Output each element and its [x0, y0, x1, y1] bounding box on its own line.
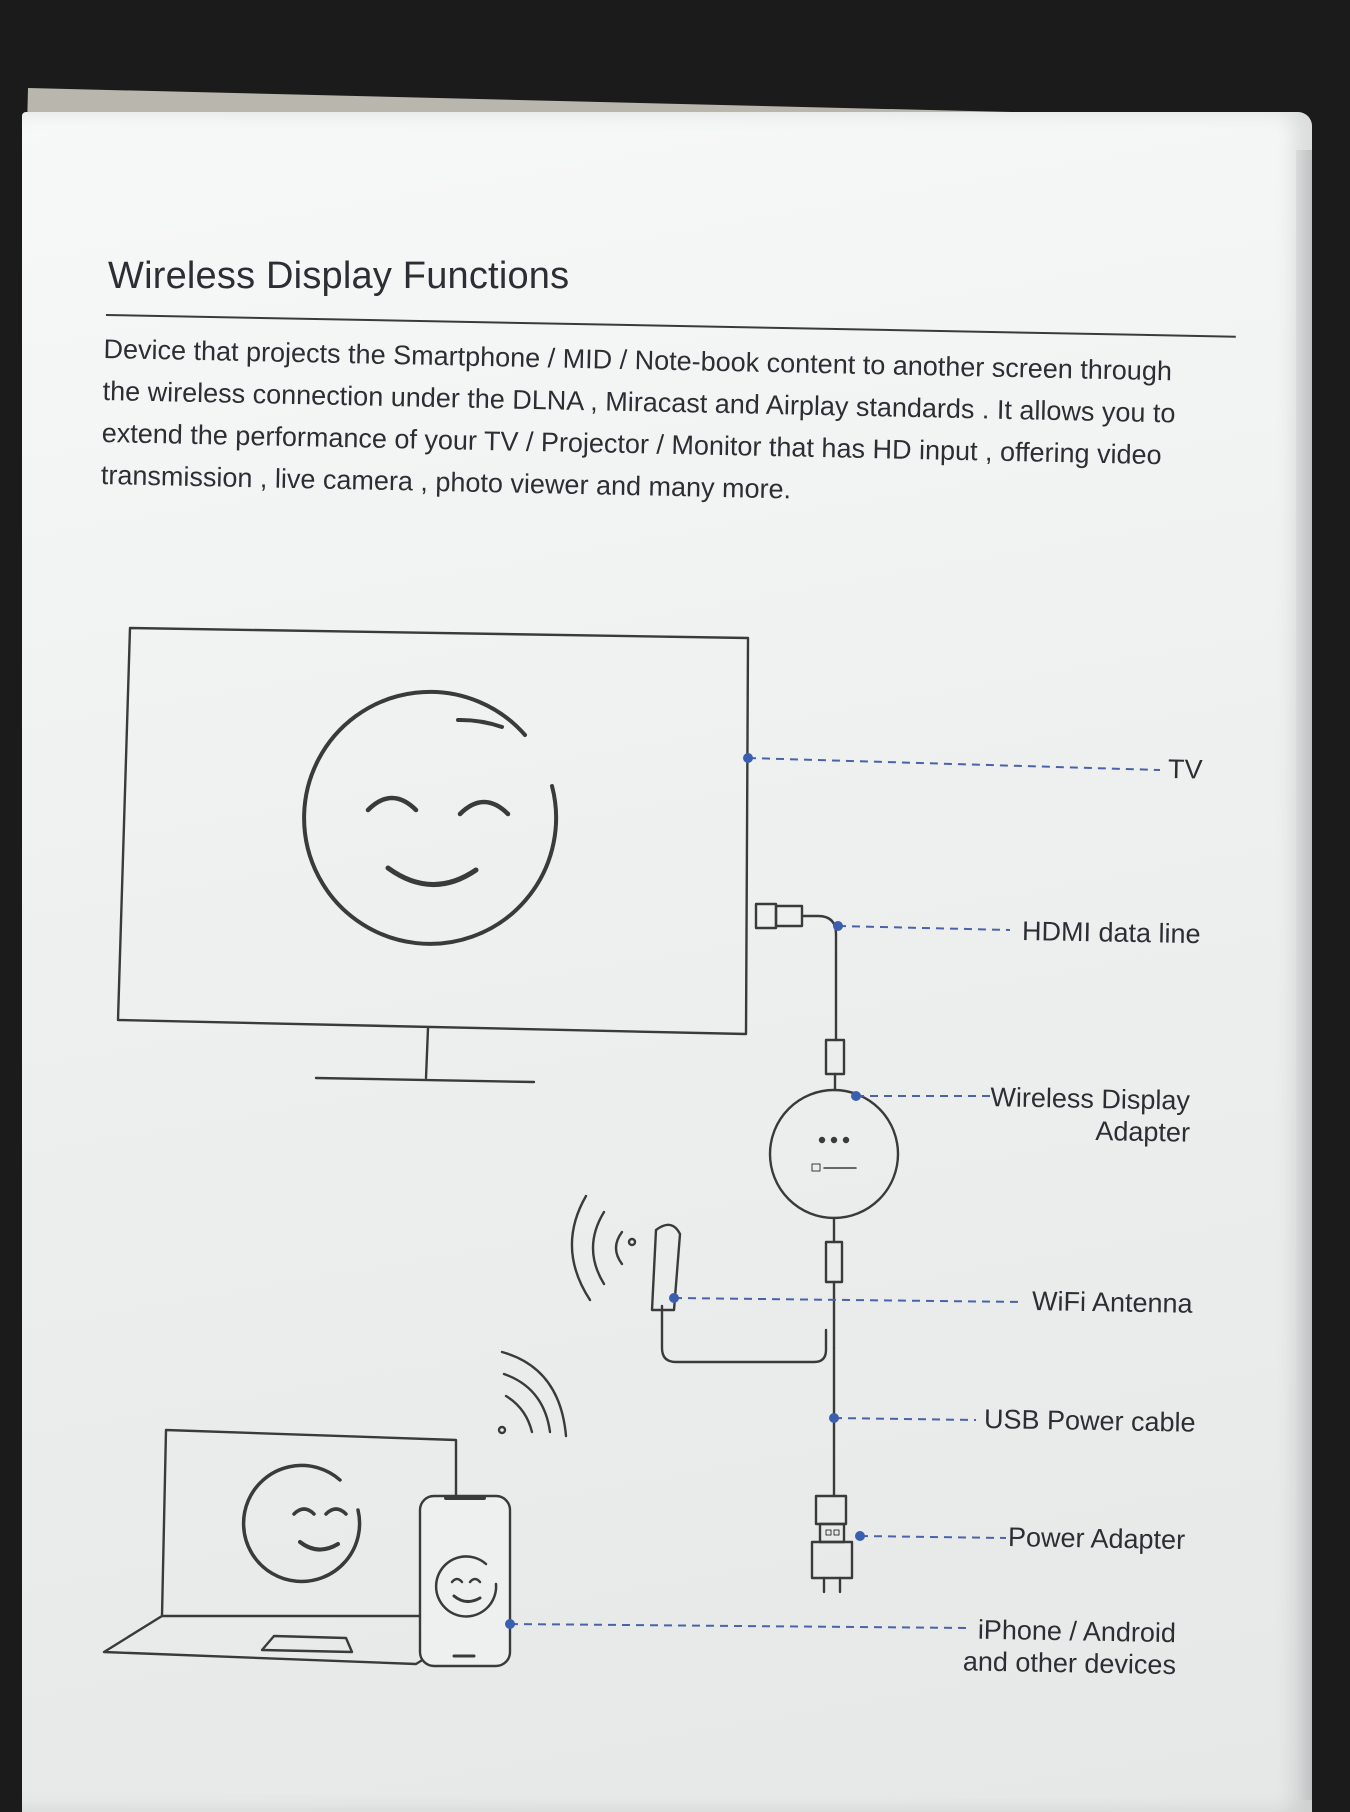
phone-illustration: [418, 1494, 512, 1668]
adapter-bottom-connector: [824, 1240, 844, 1284]
wifi-waves-icon: [570, 1194, 637, 1302]
devices-dot: [505, 1619, 515, 1629]
usb-dot: [829, 1413, 839, 1423]
wifi-waves-icon: [497, 1350, 568, 1438]
wifi-antenna-label: WiFi Antenna: [1031, 1286, 1193, 1319]
hdmi-leader-line: [837, 925, 1011, 931]
power-dot: [855, 1531, 865, 1541]
wireless-display-adapter: [768, 1088, 900, 1220]
devices-label-line2: and other devices: [962, 1646, 1177, 1681]
smiley-face-icon: [302, 689, 559, 946]
devices-leader-line: [509, 1623, 971, 1629]
usb-power-cable-label: USB Power cable: [983, 1404, 1196, 1438]
wifi-leader-line: [673, 1297, 1025, 1303]
adapter-top-connector: [824, 1038, 846, 1076]
hdmi-label: HDMI data line: [1021, 916, 1201, 950]
wifi-dot: [669, 1293, 679, 1303]
wifi-antenna: [570, 1194, 682, 1312]
tv-dot: [743, 753, 753, 763]
usb-leader-line: [833, 1417, 977, 1421]
section-title: Wireless Display Functions: [108, 255, 570, 297]
tv-stand-neck: [424, 1026, 430, 1080]
adapter-label-line1: Wireless Display: [990, 1082, 1191, 1116]
hdmi-dot: [833, 921, 843, 931]
power-leader-line: [859, 1535, 1007, 1539]
power-adapter: [810, 1494, 854, 1594]
tv-label: TV: [1167, 754, 1203, 785]
hdmi-plug: [754, 902, 838, 1042]
tv-screen: [116, 626, 750, 1036]
devices-label-line1: iPhone / Android: [977, 1614, 1177, 1649]
box-side-edge: [1296, 150, 1312, 1800]
tv-illustration: [116, 626, 750, 1084]
tv-leader-line: [747, 757, 1161, 771]
laptop-illustration: [102, 1428, 472, 1666]
smiley-face-icon: [434, 1555, 498, 1618]
box-panel: [22, 112, 1312, 1812]
tv-stand-base: [314, 1076, 536, 1084]
adapter-label-line2: Adapter: [1095, 1116, 1191, 1148]
adapter-dot: [851, 1091, 861, 1101]
antenna-cable: [660, 1304, 828, 1364]
power-adapter-label: Power Adapter: [1007, 1522, 1186, 1556]
smiley-face-icon: [241, 1463, 362, 1584]
